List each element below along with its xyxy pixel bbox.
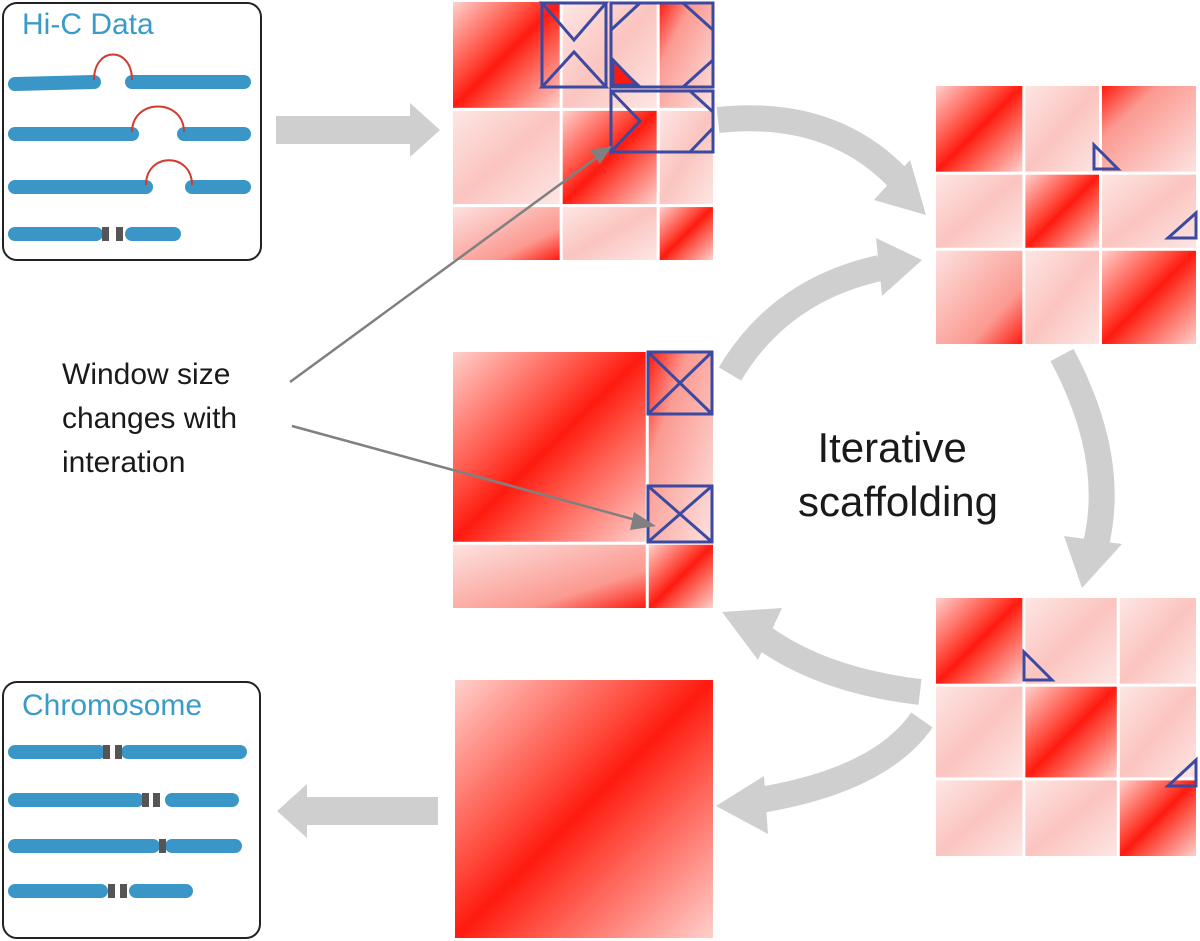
process-label-line: scaffolding	[798, 478, 998, 525]
callout-arrows	[289, 146, 656, 530]
flow-arrows	[276, 103, 1122, 838]
input-gap-marks	[102, 227, 123, 241]
window-triangle	[1164, 209, 1198, 240]
window-triangle	[679, 56, 715, 89]
callout-line: Window size	[62, 358, 230, 391]
window-triangle	[609, 1, 644, 34]
scaffold-chromosomes	[8, 745, 247, 898]
heatmap-off-diagonal-block	[1119, 686, 1196, 778]
callout-arrowhead-upper	[590, 146, 612, 164]
window-triangle	[686, 124, 715, 154]
flow-arrow-iteration-3-to-4	[722, 608, 922, 705]
window-triangle	[1022, 648, 1056, 682]
flow-arrow-input-to-iteration-1	[276, 103, 440, 157]
contact-arc-1	[93, 53, 133, 81]
callout-arrow-upper	[289, 156, 597, 384]
heatmap-off-diagonal-block	[1102, 86, 1196, 172]
gap-mark	[159, 839, 166, 853]
heatmap-diagonal-block	[1025, 686, 1117, 778]
window-outlines	[538, 1, 1198, 788]
output-gap-marks	[103, 745, 166, 898]
contact-arcs	[93, 53, 193, 186]
callout-line: interation	[62, 446, 185, 479]
heatmap-diagonal-block	[1102, 250, 1196, 344]
callout-line: changes with	[62, 402, 237, 435]
window-triangle	[1092, 141, 1122, 171]
heatmap-diagonal-block	[648, 544, 713, 608]
heatmap-off-diagonal-block	[1025, 250, 1100, 344]
window-triangle	[1164, 756, 1198, 788]
window-triangle	[538, 49, 610, 89]
heatmap-off-diagonal-block	[1102, 174, 1196, 248]
window-triangle	[538, 1, 610, 43]
heatmap-off-diagonal-block	[1025, 86, 1100, 172]
gap-mark	[103, 745, 110, 759]
heatmap-off-diagonal-block	[936, 174, 1023, 248]
iterative-scaffolding-label: Iterative scaffolding	[798, 424, 998, 525]
heatmap-off-diagonal-block	[659, 110, 713, 205]
heatmap-iteration-1	[453, 2, 713, 260]
heatmap-off-diagonal-block	[1025, 780, 1117, 856]
process-label-line: Iterative	[817, 424, 966, 471]
heatmap-diagonal-block	[936, 86, 1023, 172]
callout-arrowhead-lower	[630, 512, 656, 530]
window-diagonal	[646, 350, 714, 416]
heatmap-off-diagonal-block	[453, 110, 560, 205]
heatmap-off-diagonal-block	[936, 250, 1023, 344]
heatmap-final	[455, 680, 713, 938]
window-size-callout: Window size changes with interation	[62, 358, 245, 479]
input-panel: Hi-C Data	[2, 2, 262, 261]
hic-read-pairs	[8, 75, 251, 241]
contact-arc-2	[131, 105, 185, 133]
gap-mark	[142, 793, 149, 807]
flow-arrow-iteration-2-to-3	[1050, 348, 1122, 588]
search-window	[646, 350, 714, 416]
output-panel-title: Chromosome	[22, 689, 202, 722]
heatmap-diagonal-block	[936, 598, 1023, 684]
flow-arrow-iteration-1-to-2	[716, 105, 926, 215]
search-window	[609, 1, 715, 89]
flow-arrow-iteration-4-to-2	[718, 238, 922, 381]
window-triangle	[611, 56, 641, 87]
gap-mark	[102, 227, 109, 241]
heatmap-off-diagonal-block	[936, 686, 1023, 778]
gap-mark	[115, 745, 122, 759]
contact-arc-3	[145, 159, 193, 186]
input-panel-title: Hi-C Data	[22, 8, 154, 41]
heatmap-off-diagonal-block	[936, 780, 1023, 856]
callout-arrow-lower	[291, 424, 637, 522]
heatmap-iteration-2	[936, 86, 1196, 344]
window-diagonal	[647, 484, 713, 544]
heatmap-diagonal-block	[455, 680, 713, 938]
heatmap-diagonal-block	[659, 207, 713, 260]
heatmap-off-diagonal-block	[562, 207, 657, 260]
search-window	[646, 484, 714, 544]
heatmap-iteration-3	[936, 598, 1196, 856]
heatmap-off-diagonal-block	[1025, 598, 1117, 684]
gap-mark	[108, 884, 115, 898]
gap-mark	[120, 884, 127, 898]
heatmap-diagonal-block	[453, 2, 560, 108]
heatmap-off-diagonal-block	[1119, 598, 1196, 684]
heatmap-off-diagonal-block	[453, 544, 646, 608]
heatmap-diagonal-block	[453, 352, 646, 542]
window-triangle	[679, 1, 715, 34]
window-triangle	[686, 89, 715, 116]
window-triangle	[609, 87, 643, 156]
flow-arrow-final-to-output	[277, 784, 438, 838]
heatmap-diagonal-block	[1025, 174, 1100, 248]
gap-mark	[116, 227, 123, 241]
output-panel: Chromosome	[2, 681, 261, 939]
flow-arrow-iteration-3-to-final	[716, 712, 933, 834]
read-1-left	[8, 75, 101, 91]
gap-mark	[153, 793, 160, 807]
heatmap-diagonal-block	[1119, 780, 1196, 856]
